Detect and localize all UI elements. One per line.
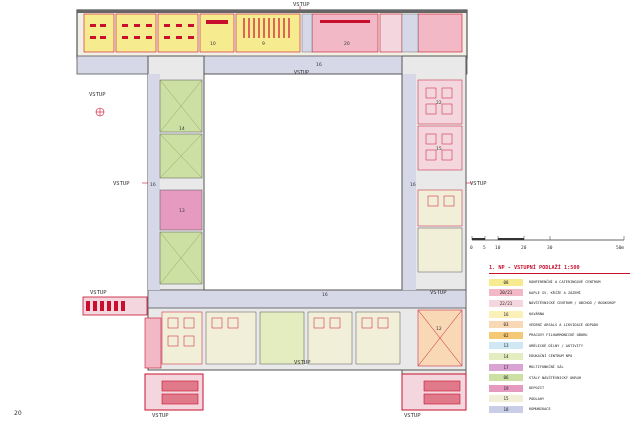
legend-swatch: 15: [489, 395, 523, 403]
room-number-16-left: 16: [150, 182, 156, 188]
room-number-16-bottom: 16: [322, 292, 328, 298]
room-number-16-right: 16: [410, 182, 416, 188]
entrance-label-left-mid: VSTUP: [113, 181, 130, 187]
legend-item: 19 DEPOZIT: [489, 383, 630, 394]
room-number-16-top: 16: [316, 62, 322, 68]
legend-item: 08 KONFERENČNÍ A CATERINGOVÉ CENTRUM: [489, 277, 630, 288]
top-wing-rooms: [83, 13, 463, 53]
bottom-wing-rooms: [161, 311, 401, 365]
legend-swatch: 17: [489, 363, 523, 371]
scale-tick-0: 0: [470, 245, 473, 251]
entrance-label-bottom-left: VSTUP: [152, 413, 169, 419]
legend-swatch: 14: [489, 352, 523, 360]
legend-item: 14 EDUKAČNÍ CENTRUM NPO: [489, 351, 630, 362]
scale-tick-20: 20: [521, 245, 527, 251]
legend-label: NÁVŠTĚVNICKÉ CENTRUM / OBCHOD / BOOKSHOP: [529, 301, 616, 306]
legend-label: KONFERENČNÍ A CATERINGOVÉ CENTRUM: [529, 280, 601, 285]
legend-swatch: 08: [489, 278, 523, 286]
room-number-22: 22: [436, 100, 442, 106]
legend-item: 17 MULTIFUNKČNÍ SÁL: [489, 362, 630, 373]
room-number-10: 10: [210, 41, 216, 47]
legend-item: 20/21 KAPLE SV. KŘÍŽE A ZÁZEMÍ: [489, 288, 630, 299]
legend-item: 16 KAVÁRNA: [489, 309, 630, 320]
legend-label: PODLAHY: [529, 396, 545, 401]
legend-item: 03 VEDENÍ ARSALS A LIKVIDACE ODPADU: [489, 319, 630, 330]
legend-swatch: 02: [489, 331, 523, 339]
legend-swatch: 19: [489, 384, 523, 392]
legend-rows: 08 KONFERENČNÍ A CATERINGOVÉ CENTRUM 20/21…: [489, 277, 630, 415]
legend-swatch: 06: [489, 374, 523, 382]
entrance-markers: [95, 6, 472, 184]
room-number-15: 15: [436, 146, 442, 152]
entrance-label-bottom-right: VSTUP: [404, 413, 421, 419]
legend-label: PRACOVY FILHARMONICKÉ OBORU: [529, 333, 588, 338]
room-number-9: 9: [262, 41, 265, 47]
entrance-label-right-mid: VSTUP: [470, 181, 487, 187]
annex-blocks: [82, 296, 467, 411]
legend-swatch: 20/21: [489, 289, 523, 297]
scale-tick-5: 5: [483, 245, 486, 251]
legend: 1. NP - VSTUPNÍ PODLAŽÍ 1:500 08 KONFEREN…: [489, 265, 630, 415]
scale-bar: 0 5 10 20 30 50m: [470, 236, 624, 251]
legend-swatch: 16: [489, 310, 523, 318]
legend-label: UMĚLECKÉ DÍLNY / AKTIVITY: [529, 343, 584, 348]
legend-label: KAVÁRNA: [529, 312, 545, 317]
legend-item: 15 PODLAHY: [489, 394, 630, 405]
entrance-label-left-lower: VSTUP: [90, 290, 107, 296]
legend-label: STÁLÝ NÁVŠTĚVNICKÝ OKRUH: [529, 375, 581, 380]
entrance-label-inner-bottom: VSTUP: [294, 360, 311, 366]
room-number-20: 20: [344, 41, 350, 47]
legend-label: DEPOZIT: [529, 386, 545, 391]
entrance-label-left-upper: VSTUP: [89, 92, 106, 98]
legend-item: 22/21 NÁVŠTĚVNICKÉ CENTRUM / OBCHOD / BOO…: [489, 298, 630, 309]
legend-label: KOMUNIKACE: [529, 407, 551, 412]
legend-label: KAPLE SV. KŘÍŽE A ZÁZEMÍ: [529, 290, 581, 295]
legend-swatch: 03: [489, 321, 523, 329]
room-number-13: 13: [179, 208, 185, 214]
legend-label: MULTIFUNKČNÍ SÁL: [529, 365, 564, 370]
legend-swatch: 22/21: [489, 299, 523, 307]
legend-item: 02 PRACOVY FILHARMONICKÉ OBORU: [489, 330, 630, 341]
legend-item: 18 KOMUNIKACE: [489, 404, 630, 415]
entrance-label-right-lower: VSTUP: [430, 290, 447, 296]
entrance-label-inner-top: VSTUP: [294, 70, 309, 76]
legend-label: VEDENÍ ARSALS A LIKVIDACE ODPADU: [529, 322, 599, 327]
room-number-12: 12: [436, 326, 442, 332]
left-wing-rooms: [159, 79, 203, 285]
legend-swatch: 13: [489, 342, 523, 350]
right-wing-rooms: [417, 79, 463, 367]
scale-tick-50: 50m: [616, 245, 624, 251]
scale-tick-30: 30: [547, 245, 553, 251]
scale-tick-10: 10: [495, 245, 501, 251]
room-number-14: 14: [179, 126, 185, 132]
legend-item: 13 UMĚLECKÉ DÍLNY / AKTIVITY: [489, 341, 630, 352]
legend-swatch: 18: [489, 405, 523, 413]
legend-label: EDUKAČNÍ CENTRUM NPO: [529, 354, 573, 359]
legend-title: 1. NP - VSTUPNÍ PODLAŽÍ 1:500: [489, 265, 630, 274]
entrance-label-top: VSTUP: [293, 2, 310, 8]
legend-item: 06 STÁLÝ NÁVŠTĚVNICKÝ OKRUH: [489, 372, 630, 383]
page-number: 20: [14, 410, 22, 417]
